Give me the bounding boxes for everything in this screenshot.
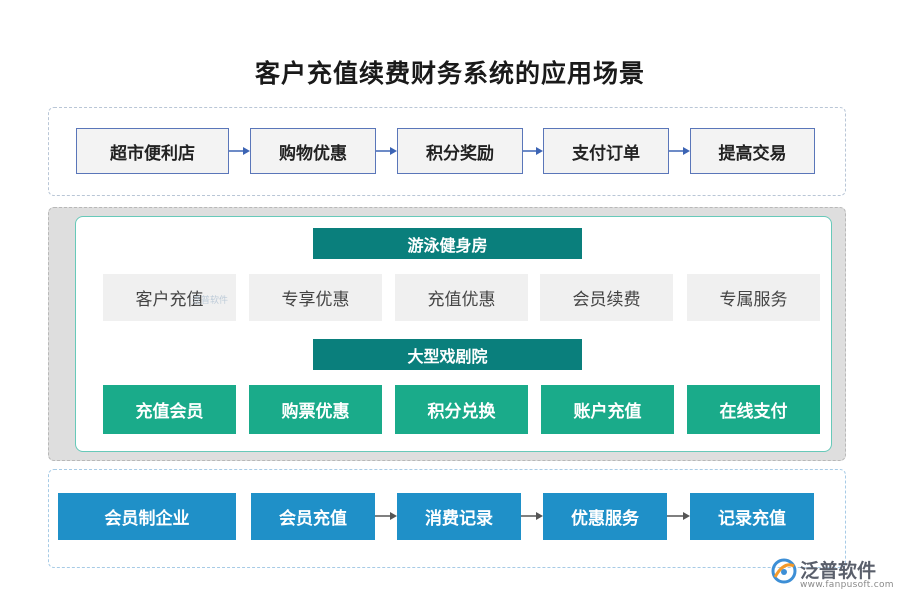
- arrow-right-icon: [523, 147, 543, 155]
- arrow-right-icon: [669, 147, 690, 155]
- node-membership-enterprise: 会员制企业: [58, 493, 236, 540]
- section-membership: [48, 469, 846, 568]
- node-exclusive-discount: 专享优惠: [249, 274, 382, 321]
- arrow-right-icon: [521, 512, 543, 520]
- arrow-right-icon: [376, 147, 397, 155]
- node-points-exchange: 积分兑换: [395, 385, 528, 434]
- node-ticket-discount: 购票优惠: [249, 385, 382, 434]
- arrow-right-icon: [229, 147, 250, 155]
- node-increase-transactions: 提高交易: [690, 128, 815, 174]
- node-shopping-discount: 购物优惠: [250, 128, 376, 174]
- arrow-right-icon: [667, 512, 690, 520]
- logo-name: 泛普软件: [800, 560, 877, 582]
- header-swimming-gym: 游泳健身房: [313, 228, 582, 259]
- diagram-title: 客户充值续费财务系统的应用场景: [254, 59, 645, 88]
- node-consumption-record: 消费记录: [397, 493, 521, 540]
- logo-emblem-icon: [771, 558, 797, 584]
- section-supermarket: [48, 107, 846, 196]
- node-recharge-member: 充值会员: [103, 385, 236, 434]
- node-supermarket: 超市便利店: [76, 128, 229, 174]
- node-member-renewal: 会员续费: [540, 274, 673, 321]
- brand-logo: 泛普软件 www.fanpusoft.com: [770, 556, 894, 596]
- node-pay-order: 支付订单: [543, 128, 669, 174]
- node-recharge-discount: 充值优惠: [395, 274, 528, 321]
- arrow-right-icon: [375, 512, 397, 520]
- node-points-reward: 积分奖励: [397, 128, 523, 174]
- watermark-logo: 泛普软件: [192, 296, 229, 306]
- logo-url: www.fanpusoft.com: [800, 580, 894, 590]
- node-account-recharge: 账户充值: [541, 385, 674, 434]
- node-customer-recharge: 客户充值: [103, 274, 236, 321]
- node-exclusive-service: 专属服务: [687, 274, 820, 321]
- node-record-recharge: 记录充值: [690, 493, 814, 540]
- header-theater: 大型戏剧院: [313, 339, 582, 370]
- node-online-payment: 在线支付: [687, 385, 820, 434]
- node-member-recharge: 会员充值: [251, 493, 375, 540]
- node-discount-service: 优惠服务: [543, 493, 667, 540]
